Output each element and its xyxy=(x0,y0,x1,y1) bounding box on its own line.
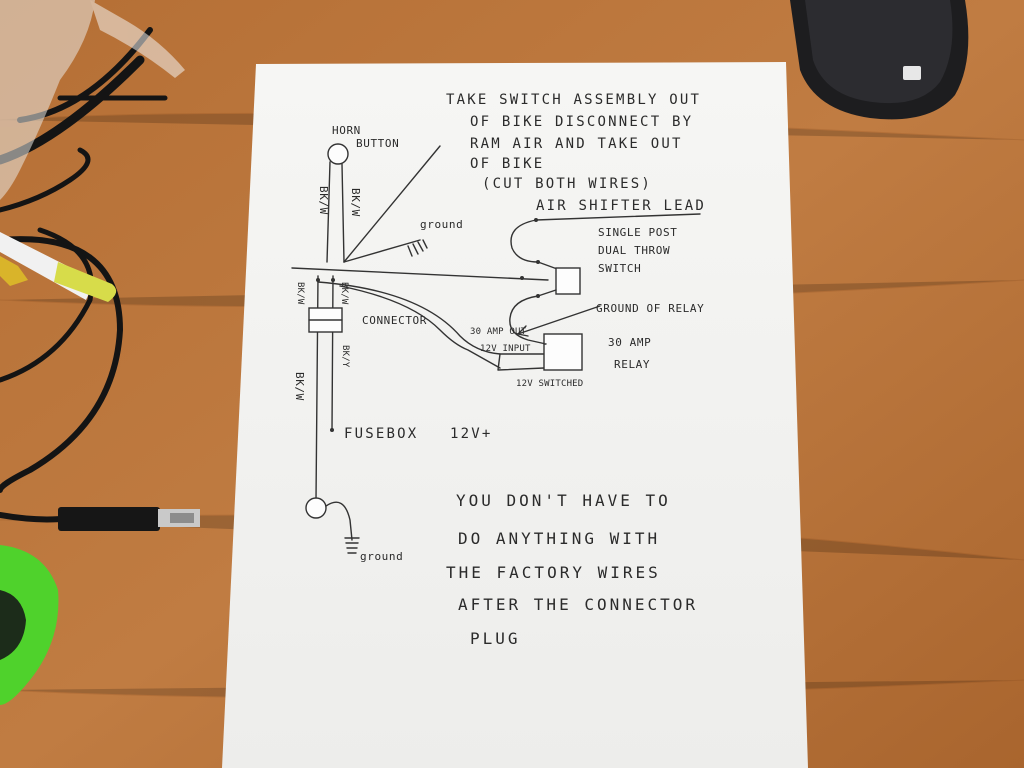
bkw-conn-left-label: BK/W xyxy=(295,282,305,305)
fusebox-label: FUSEBOX xyxy=(344,426,418,442)
top-note-line-2: OF BIKE DISCONNECT BY xyxy=(470,114,693,130)
top-note-line-1: TAKE SWITCH ASSEMBLY OUT xyxy=(446,92,701,108)
bky-label: BK/Y xyxy=(340,345,350,368)
bottom-note-line-4: AFTER THE CONNECTOR xyxy=(458,595,698,614)
bkw-conn-right-label: BK/W xyxy=(339,282,349,305)
switched-12v-label: 12V SWITCHED xyxy=(516,379,583,389)
dual-throw-switch-symbol xyxy=(555,267,581,295)
switch-desc-line-1: SINGLE POST xyxy=(598,226,677,239)
ground-symbol-bottom xyxy=(344,537,360,554)
top-note-line-4: OF BIKE xyxy=(470,156,544,172)
switch-desc-line-3: SWITCH xyxy=(598,262,641,275)
bottom-note: YOU DON'T HAVE TO DO ANYTHING WITH THE F… xyxy=(446,491,698,648)
green-device xyxy=(0,545,59,705)
lace-fabric xyxy=(0,0,185,200)
relay-symbol xyxy=(543,333,583,371)
bkw-right-label: BK/W xyxy=(349,188,362,217)
pen xyxy=(0,232,117,302)
paper xyxy=(222,62,808,768)
horn-button-symbol xyxy=(327,143,349,165)
connector-circuit: BK/W BK/W CONNECTOR BK/Y BK/W FUSEBOX 12… xyxy=(293,275,493,563)
relay-desc-line-2: RELAY xyxy=(614,358,650,371)
ground-bottom-label: ground xyxy=(360,550,403,563)
ground-of-relay-label: GROUND OF RELAY xyxy=(596,302,704,315)
horn-symbol xyxy=(305,497,327,519)
bkw-left-label: BK/W xyxy=(317,186,330,215)
ground-symbol-top xyxy=(407,239,428,257)
fuse-voltage-label: 12V+ xyxy=(450,426,493,442)
input-12v-label: 12V INPUT xyxy=(480,344,531,354)
bottom-note-line-3: THE FACTORY WIRES xyxy=(446,563,661,582)
connector-label: CONNECTOR xyxy=(362,314,427,327)
top-note-line-3: RAM AIR AND TAKE OUT xyxy=(470,136,683,152)
bkw-lower-label: BK/W xyxy=(293,372,306,401)
bottom-note-line-5: PLUG xyxy=(470,629,521,648)
bottom-note-line-1: YOU DON'T HAVE TO xyxy=(456,491,671,510)
ground-top-label: ground xyxy=(420,218,463,231)
switch-desc-line-2: DUAL THROW xyxy=(598,244,670,257)
ground-of-relay-pointer xyxy=(517,305,601,335)
air-shifter-lead-label: AIR SHIFTER LEAD xyxy=(536,198,706,214)
amp-out-label: 30 AMP OUT xyxy=(470,327,527,337)
horn-label: HORN xyxy=(332,124,361,137)
bottom-note-line-2: DO ANYTHING WITH xyxy=(458,529,660,548)
relay-desc-line-1: 30 AMP xyxy=(608,336,651,349)
horn-button-circuit: HORN BUTTON BK/W BK/W ground xyxy=(317,124,463,263)
cut-line xyxy=(291,267,549,281)
top-note: TAKE SWITCH ASSEMBLY OUT OF BIKE DISCONN… xyxy=(446,92,701,192)
usb-plug xyxy=(58,507,200,531)
switch-circuit: AIR SHIFTER LEAD SINGLE POST DUAL THROW … xyxy=(509,198,706,345)
computer-mouse xyxy=(790,0,969,120)
button-label: BUTTON xyxy=(356,137,399,150)
relay-circuit: GROUND OF RELAY 30 AMP OUT 12V INPUT 12V… xyxy=(317,281,704,389)
top-note-line-5: (CUT BOTH WIRES) xyxy=(482,176,652,192)
